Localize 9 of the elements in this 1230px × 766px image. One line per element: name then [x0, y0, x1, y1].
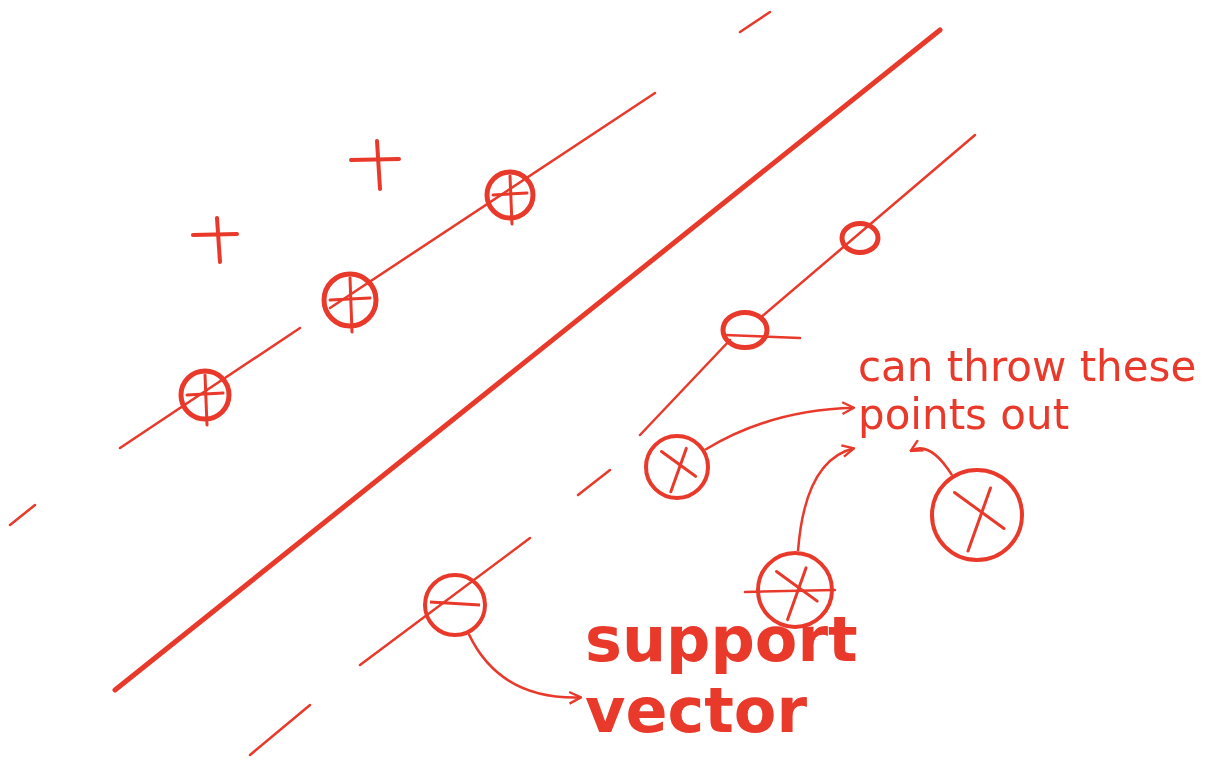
arrow: [909, 439, 954, 476]
crossed-out-point: [928, 466, 1026, 564]
annotation-text: support vector: [585, 603, 859, 747]
arrow: [704, 401, 856, 451]
arrow: [467, 633, 583, 705]
arrow: [796, 445, 856, 552]
crossed-out-point: [642, 432, 712, 502]
annotation-text: can throw these points out: [858, 342, 1198, 440]
crossed-out-point: [421, 571, 489, 639]
